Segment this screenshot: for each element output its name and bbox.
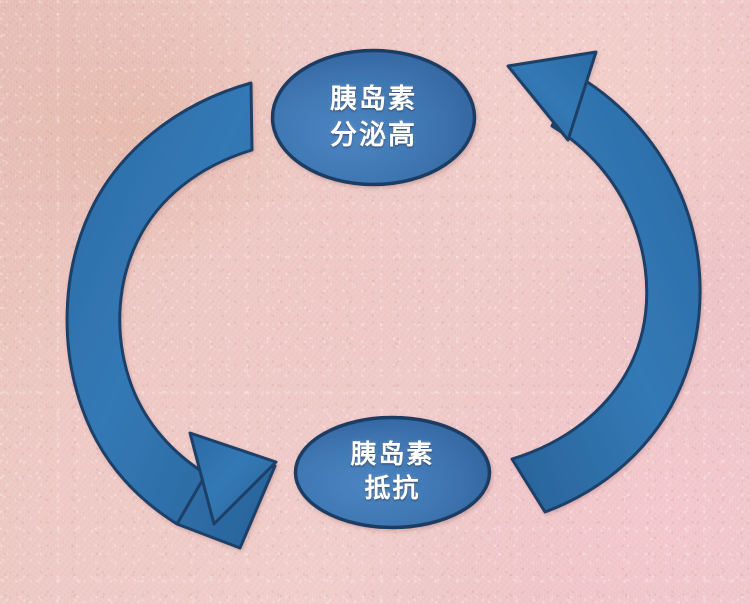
right-curved-arrow	[506, 50, 702, 514]
left-arrow-shape	[65, 81, 277, 550]
left-arrow-head	[188, 431, 278, 526]
left-curved-arrow	[65, 81, 278, 550]
node-insulin-resistance[interactable]	[293, 415, 492, 530]
right-arrow-shape	[510, 74, 702, 514]
right-arrow-head	[506, 50, 598, 142]
node-insulin-secretion-high[interactable]	[270, 48, 477, 187]
node-bottom-sheen	[298, 420, 487, 525]
node-top-sheen	[275, 53, 472, 182]
